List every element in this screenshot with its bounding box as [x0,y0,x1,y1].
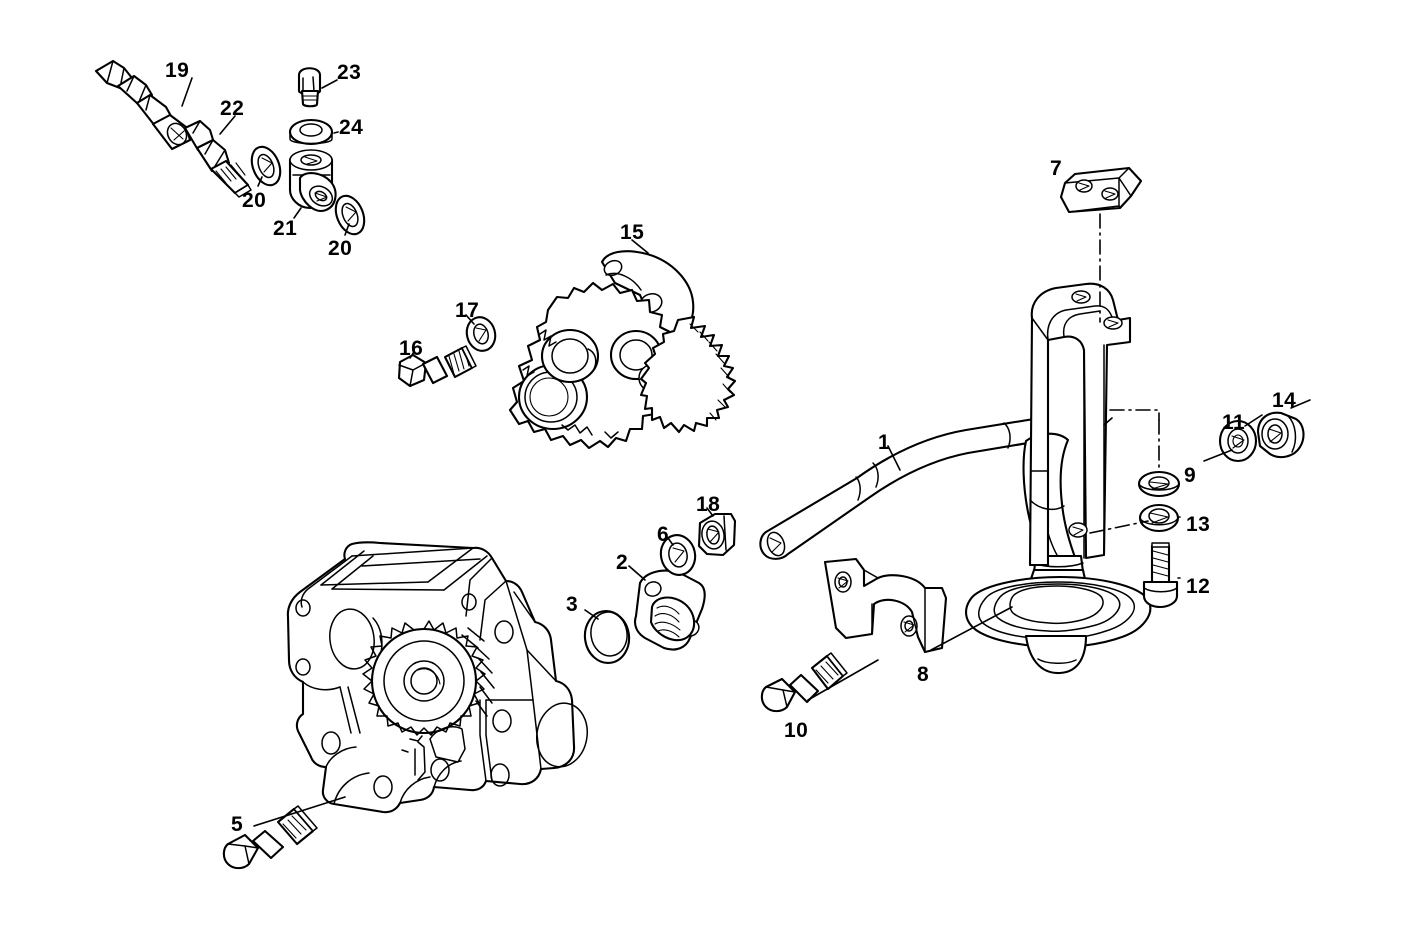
callout-22: 22 [220,97,245,120]
callout-12: 12 [1186,575,1211,598]
callout-16: 16 [399,337,424,360]
callout-17: 17 [455,299,480,322]
leader-16 [409,351,415,359]
callout-21: 21 [273,217,298,240]
leader-13-dash [1089,520,1149,534]
part-21-valve-body [288,149,337,213]
callout-11: 11 [1222,411,1246,434]
leader-20-left [257,176,263,187]
leader-8 [930,606,1013,651]
part-17-lock-washer [465,316,497,352]
callout-24: 24 [339,116,364,139]
part-10-hex-bolt-short [760,652,848,713]
part-12-hex-bolt [1142,542,1179,609]
leader-20-right [344,223,350,236]
part-18-union-nut [697,512,737,557]
part-19-banjo-fitting [94,59,192,151]
callout-8: 8 [917,663,930,686]
callout-2: 2 [616,551,629,574]
part-13-lock-washer-small [1138,503,1180,533]
callout-15: 15 [620,221,645,244]
leader-lines [181,77,1311,827]
part-20-sealing-washer-right [334,194,366,236]
part-22-banjo-bolt [183,119,252,198]
part-2-flange-adapter [633,569,706,651]
callout-18: 18 [696,493,721,516]
leader-22 [219,115,236,135]
leader-19 [181,77,193,107]
callout-23: 23 [337,61,362,84]
part-3-o-ring [583,610,631,664]
leader-2 [628,565,646,581]
callout-6: 6 [657,523,670,546]
part-9-lock-washer [1137,470,1181,498]
part-6-flat-washer [659,534,697,576]
leader-9-tip [1103,417,1113,426]
part-5-hex-bolt-long [222,805,318,870]
callout-20-right: 20 [328,237,353,260]
part-14-hex-nut [1256,411,1305,459]
leader-5 [253,796,346,827]
callout-13: 13 [1186,513,1211,536]
leader-9-elbow [1109,409,1160,421]
part-4-oil-pump-housing [286,541,588,814]
leader-17 [465,314,475,325]
leader-6 [667,537,674,546]
leader-18 [706,507,714,517]
callout-7: 7 [1050,157,1063,180]
callout-20-left: 20 [242,189,267,212]
part-8-tube-bracket [823,557,948,654]
callout-3: 3 [566,593,579,616]
part-20-sealing-washer-left [250,145,282,187]
part-7-clamp-plate [1059,166,1143,214]
gear-teeth [362,620,486,736]
leader-23 [321,79,338,89]
leader-15 [631,239,649,254]
part-23-cap-plug [297,67,322,108]
part-24-sealing-ring [288,118,334,146]
leader-10 [807,659,879,701]
pickup-tube-mount-bracket [1028,282,1132,567]
callout-5: 5 [231,813,244,836]
leader-9a [1203,449,1233,462]
leader-14 [1290,399,1311,409]
leader-11 [1244,414,1263,427]
leader-1 [887,445,901,471]
leader-3 [584,609,599,620]
callout-19: 19 [165,59,190,82]
part-16-hex-bolt [397,345,477,388]
callout-10: 10 [784,719,809,742]
callout-14: 14 [1272,389,1297,412]
leader-24 [333,131,339,134]
callout-1: 1 [878,431,891,454]
part-15-oil-pump-gear-set [508,250,737,450]
oil-strainer-bowl [965,575,1152,675]
leader-21 [293,207,302,219]
callout-9: 9 [1184,464,1197,487]
